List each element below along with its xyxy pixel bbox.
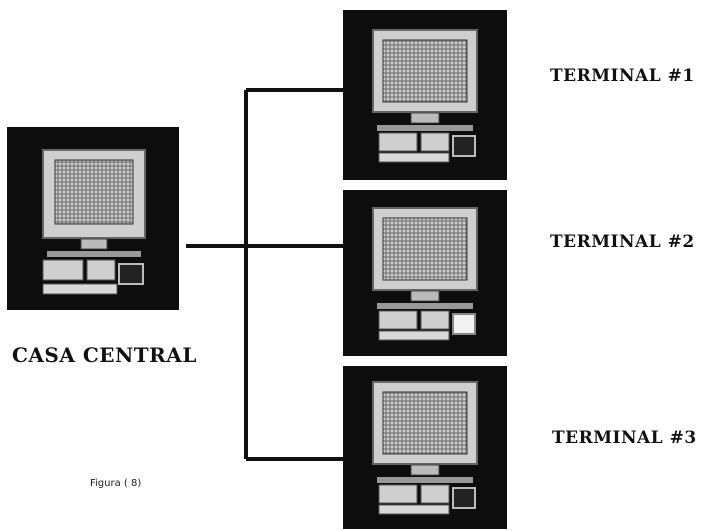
terminal-computer-3 xyxy=(343,366,507,529)
computer-icon xyxy=(343,190,507,356)
terminal-computer-1 xyxy=(343,10,507,180)
terminal-label-3: TERMINAL #3 xyxy=(552,428,697,448)
computer-icon xyxy=(343,10,507,180)
computer-icon xyxy=(343,366,507,529)
terminal-computer-2 xyxy=(343,190,507,356)
central-computer xyxy=(7,127,179,310)
terminal-label-2: TERMINAL #2 xyxy=(550,232,695,252)
figure-caption: Figura ( 8) xyxy=(90,478,141,489)
terminal-label-1: TERMINAL #1 xyxy=(550,66,695,86)
central-label: CASA CENTRAL xyxy=(12,343,197,367)
computer-icon xyxy=(7,127,179,310)
